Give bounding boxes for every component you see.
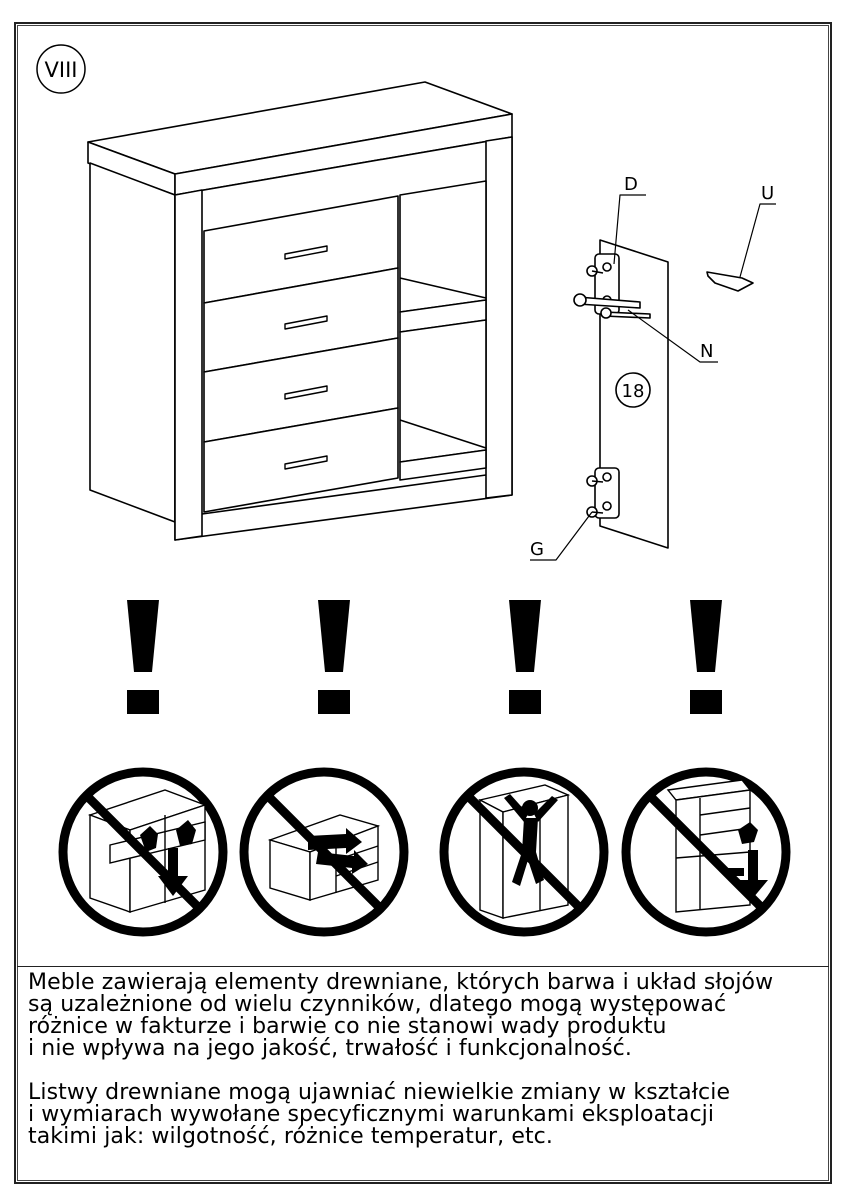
door-panel-hinge-icon	[530, 194, 776, 561]
no-loading-drawer-icon	[621, 767, 791, 937]
exclamation-icon	[127, 600, 722, 714]
inner-frame	[17, 25, 829, 1181]
panel-number: 18	[622, 381, 645, 402]
notes-section: Meble zawierają elementy drewniane, któr…	[28, 972, 828, 1148]
no-hanging-on-drawer-icon	[58, 767, 228, 937]
text-divider	[17, 966, 829, 967]
step-number: VIII	[45, 58, 78, 82]
part-label-u: U	[761, 183, 774, 204]
part-label-g: G	[530, 539, 544, 560]
part-label-d: D	[624, 174, 638, 195]
note-wood-strips: Listwy drewniane mogą ujawniać niewielki…	[28, 1080, 731, 1149]
outer-frame	[14, 22, 832, 1184]
no-pulling-drawer-icon	[239, 767, 409, 937]
dresser-illustration-icon	[87, 81, 513, 541]
part-label-n: N	[700, 341, 713, 362]
no-climbing-icon	[439, 767, 609, 937]
note-wood-grain: Meble zawierają elementy drewniane, któr…	[28, 970, 774, 1061]
step-marker: VIII	[36, 44, 86, 94]
